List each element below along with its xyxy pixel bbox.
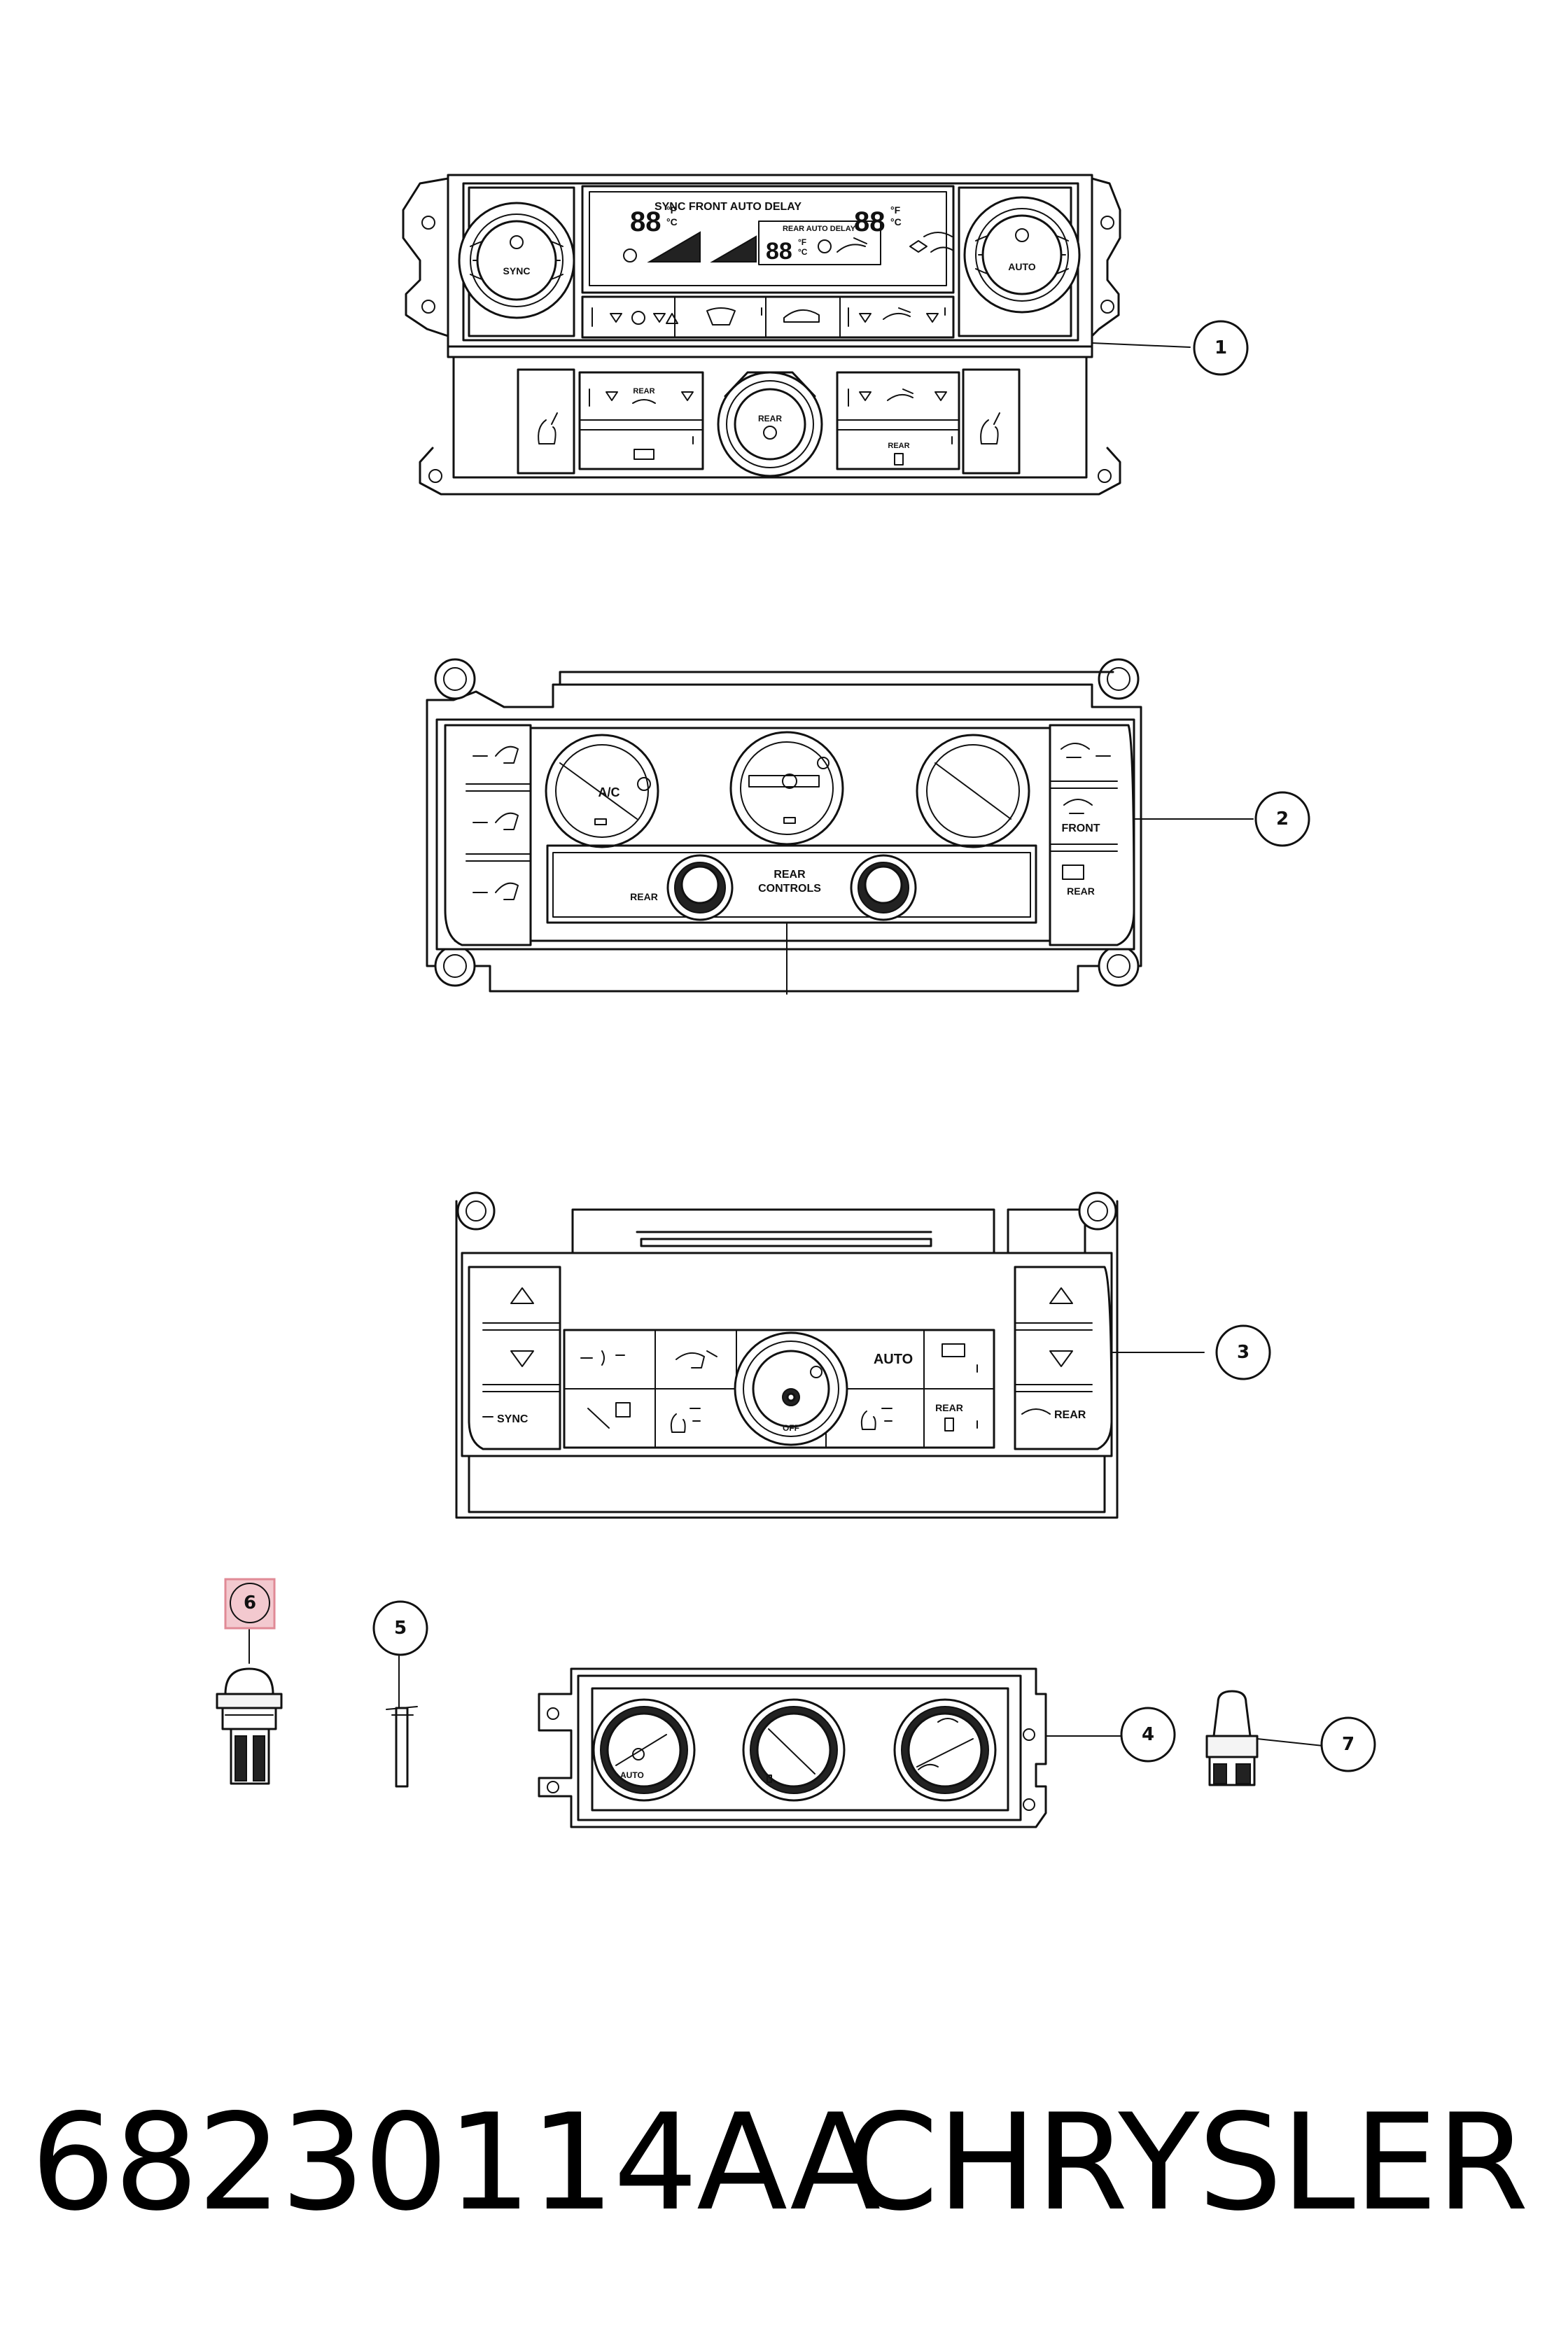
svg-text:2: 2 — [1276, 808, 1289, 830]
unit-2-climate-control[interactable]: FRONT REAR A/C REAR REAR CONTROLS — [426, 658, 1254, 995]
front-label: FRONT — [1061, 822, 1100, 834]
off-label: OFF — [783, 1423, 799, 1433]
callout-5: 5 — [372, 1600, 428, 1656]
ac-knob-label: A/C — [598, 785, 620, 799]
callout-6[interactable]: 6 — [224, 1578, 276, 1630]
callout-6-highlight — [224, 1578, 276, 1630]
brand-name: CHRYSLER — [846, 2085, 1529, 2240]
svg-text:4: 4 — [1142, 1724, 1154, 1745]
callout-1: 1 — [1193, 320, 1249, 376]
unit-3-climate-control[interactable]: SYNC REAR AUTO REAR OFF — [455, 1191, 1205, 1519]
lcd-unit-right-c: °C — [890, 216, 902, 227]
auto-knob-label: AUTO — [1008, 261, 1036, 272]
rear-button-label3: REAR — [935, 1402, 963, 1413]
part-7-bulb-socket[interactable] — [1205, 1690, 1324, 1786]
part-6-bulb-socket[interactable] — [216, 1628, 283, 1785]
rear-controls-line1: REAR — [774, 869, 806, 881]
lcd-inner-text: REAR AUTO DELAY — [783, 225, 856, 233]
part-number: 68230114AA — [31, 2085, 881, 2240]
lcd-unit-left-c: °C — [666, 216, 678, 227]
unit-4-climate-control[interactable]: AUTO — [538, 1667, 1130, 1828]
svg-text:5: 5 — [394, 1618, 407, 1639]
lcd-temp-mid: 88 — [766, 238, 792, 265]
lcd-unit-right-f: °F — [890, 204, 901, 216]
lcd-unit-left-f: °F — [666, 204, 677, 216]
auto-button-label: AUTO — [874, 1352, 913, 1367]
rear-right-label3: REAR — [1054, 1409, 1086, 1421]
svg-text:3: 3 — [1237, 1342, 1250, 1363]
rear-right-label: REAR — [1067, 886, 1095, 897]
lcd-top-text: SYNC FRONT AUTO DELAY — [654, 201, 802, 213]
callout-2: 2 — [1254, 791, 1310, 847]
auto-knob-label4: AUTO — [620, 1770, 644, 1780]
callout-4: 4 — [1120, 1707, 1176, 1763]
rear-label-right: REAR — [888, 442, 909, 450]
svg-text:1: 1 — [1214, 337, 1227, 358]
unit-1-climate-control[interactable]: SYNC AUTO SYNC FRONT AUTO DELAY 88 °F °C… — [402, 174, 1191, 496]
rear-knob-text: REAR — [630, 891, 658, 902]
lcd-temp-left: 88 — [630, 206, 662, 237]
part-5-pin[interactable] — [386, 1656, 418, 1788]
lcd-unit-mid-c: °C — [798, 247, 808, 257]
svg-text:6: 6 — [244, 1592, 256, 1614]
svg-text:7: 7 — [1342, 1734, 1354, 1755]
sync-knob-label: SYNC — [503, 265, 531, 276]
footer-caption: 68230114AA CHRYSLER — [0, 2072, 1568, 2254]
rear-knob-label: REAR — [758, 414, 782, 424]
rear-controls-line2: CONTROLS — [758, 883, 821, 895]
rear-label-left: REAR — [633, 387, 654, 396]
callout-3: 3 — [1215, 1324, 1271, 1380]
lcd-unit-mid-f: °F — [798, 237, 806, 247]
callout-7: 7 — [1320, 1716, 1376, 1772]
sync-button-label: SYNC — [497, 1413, 528, 1425]
